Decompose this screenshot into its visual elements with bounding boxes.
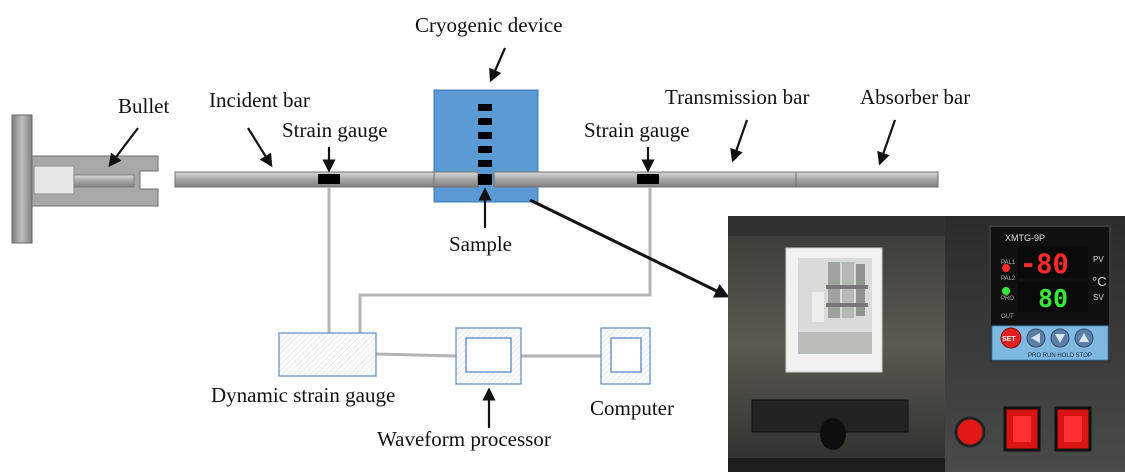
led-pal1 [1002, 264, 1010, 272]
bullet-rod [73, 174, 135, 188]
computer-box [600, 327, 651, 385]
arrow-bullet [108, 127, 139, 168]
unit-label: °C [1092, 274, 1107, 289]
cryo-dashed-line [478, 104, 492, 167]
indicator-pal1: PAL1 [1001, 260, 1016, 266]
bullet-body [33, 165, 75, 195]
signal-wires [327, 187, 652, 358]
absorber-bar [795, 171, 939, 188]
label-strain-gauge-left: Strain gauge [282, 118, 388, 142]
label-absorber-bar: Absorber bar [860, 85, 970, 109]
label-waveform-processor: Waveform processor [377, 427, 551, 451]
indicator-pro: PRO [1001, 296, 1014, 302]
arrow-incident-bar [247, 127, 273, 168]
label-computer: Computer [590, 396, 674, 420]
knob [820, 418, 846, 450]
arrow-to-photo [529, 198, 730, 298]
led-pro [1002, 287, 1010, 295]
label-incident-bar: Incident bar [209, 88, 310, 112]
pv-display: -80 [1020, 249, 1069, 280]
strain-gauge-right-mark [637, 174, 659, 184]
pv-label: PV [1093, 255, 1104, 264]
label-arrows [108, 47, 897, 428]
controller-model: XMTG-9P [1005, 233, 1045, 243]
arrow-transmission [730, 119, 749, 163]
set-label: SET [1002, 336, 1016, 343]
label-transmission-bar: Transmission bar [665, 85, 810, 109]
label-cryogenic-device: Cryogenic device [415, 13, 563, 37]
gun-back-plate [11, 114, 33, 244]
label-bullet: Bullet [118, 94, 169, 118]
photo-cryo-chamber [728, 216, 945, 472]
sv-label: SV [1093, 293, 1104, 302]
key-labels: PRO RUN HOLD STOP [1028, 353, 1092, 359]
arrow-absorber [877, 119, 897, 166]
red-button [954, 416, 986, 448]
photo-temperature-controller: XMTG-9P PAL1 PAL2 PRO OUT -80 PV °C 80 S… [945, 216, 1125, 472]
sv-display: 80 [1038, 284, 1068, 313]
incident-bar-end [433, 171, 479, 188]
label-sample: Sample [449, 232, 512, 256]
label-dynamic-strain-gauge: Dynamic strain gauge [211, 383, 395, 407]
indicator-pal2: PAL2 [1001, 276, 1016, 282]
dynamic-strain-gauge-box [278, 332, 377, 377]
waveform-processor-box [455, 327, 522, 385]
gas-gun [11, 114, 159, 244]
label-strain-gauge-right: Strain gauge [584, 118, 690, 142]
arrow-cryogenic [489, 47, 507, 83]
indicator-out: OUT [1001, 314, 1014, 320]
set-button [1000, 327, 1022, 349]
strain-gauge-left-mark [318, 174, 340, 184]
sample-block [478, 174, 492, 185]
specimen-stack [826, 262, 868, 318]
